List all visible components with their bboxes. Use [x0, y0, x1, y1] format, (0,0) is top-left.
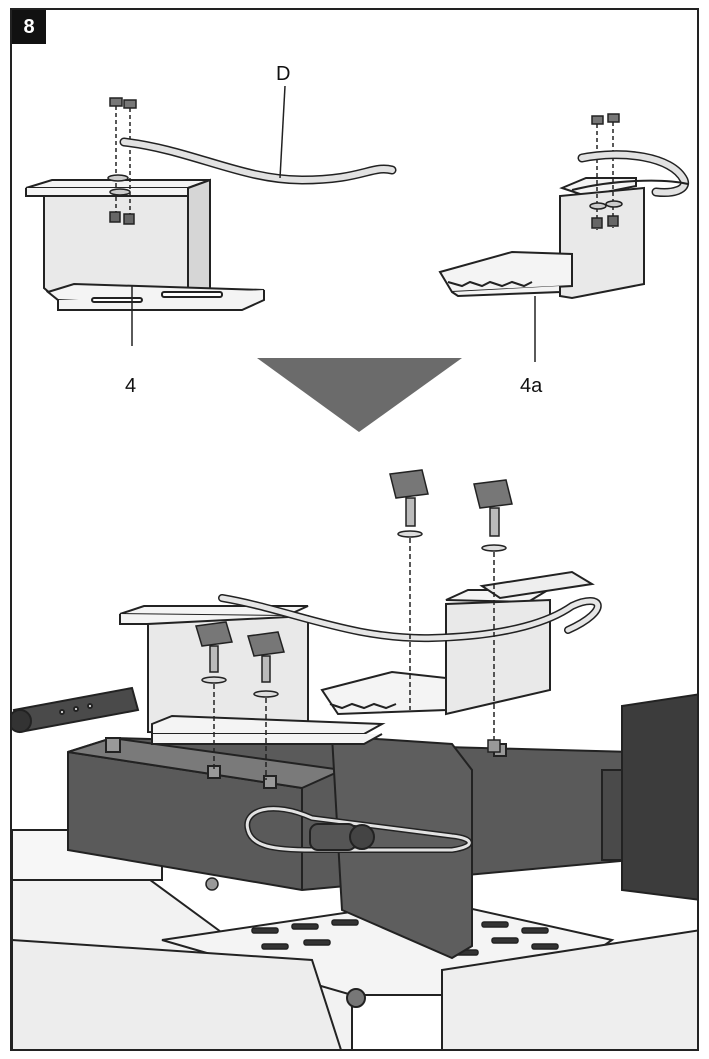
label-hose-d: D: [276, 63, 290, 85]
star-knobs-bracket-4: [195, 621, 285, 780]
star-knobs-bracket-4a: [389, 469, 513, 740]
bolts-bracket-4a: [589, 113, 623, 230]
perforated-plate: [251, 919, 559, 956]
figure-number-badge: 8: [12, 10, 46, 44]
handle-left: [12, 686, 140, 734]
bracket-4: [25, 178, 265, 311]
label-bracket-4a: 4a: [520, 375, 543, 397]
machine-base: [12, 829, 697, 1049]
figure-frame: 8: [10, 8, 699, 1051]
down-arrow-icon: [257, 358, 462, 432]
hose-connector: [309, 823, 375, 851]
bracket-4a-installed: [320, 589, 552, 716]
assembly-diagram: D 4 4a: [12, 63, 697, 1049]
end-housing: [621, 693, 697, 901]
bolts-bracket-4: [107, 97, 137, 225]
label-bracket-4: 4: [125, 375, 136, 397]
